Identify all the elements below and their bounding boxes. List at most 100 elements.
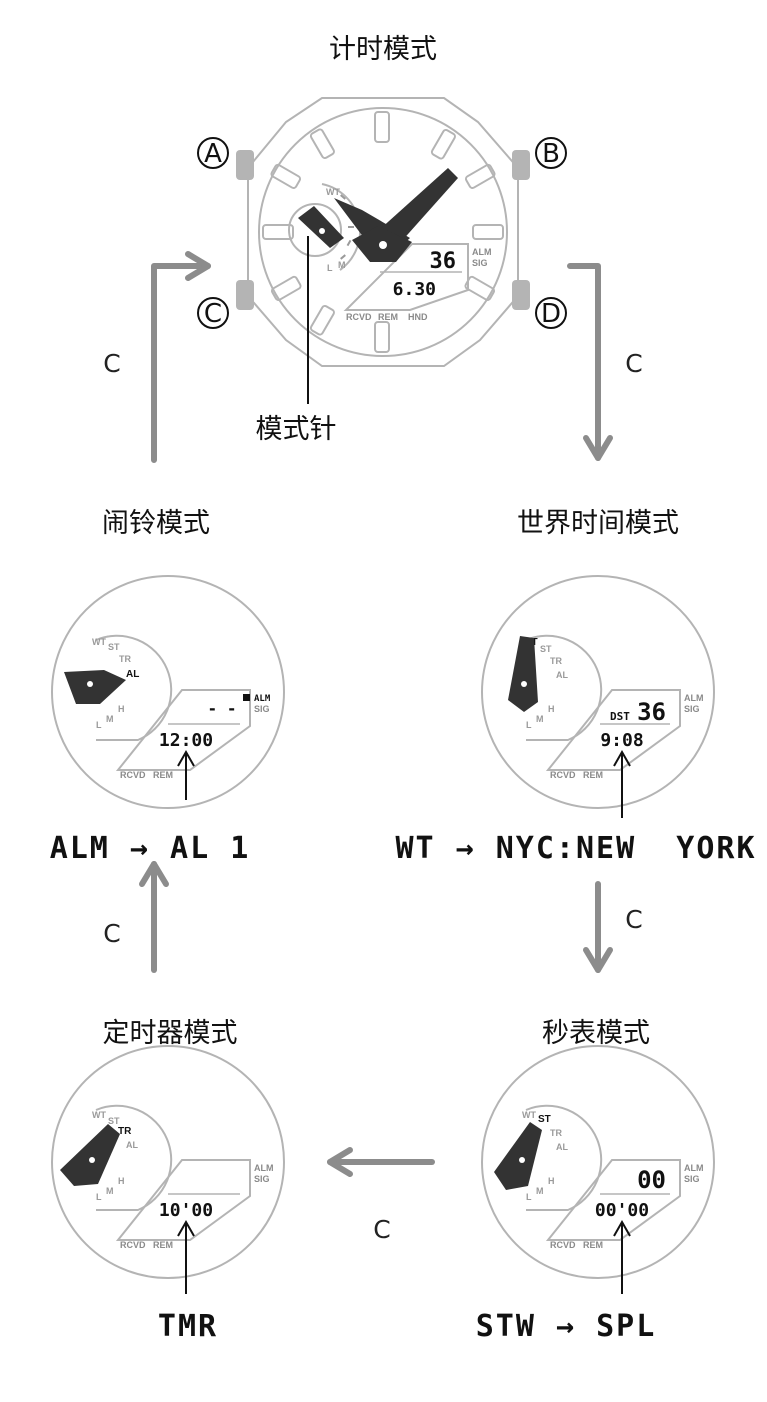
dst-indicator: DST (610, 710, 630, 723)
svg-text:ST: ST (538, 1114, 551, 1125)
svg-text:RCVD: RCVD (550, 770, 576, 780)
svg-text:REM: REM (153, 770, 173, 780)
lcd-panel (343, 243, 469, 311)
ring-label-wt: WT (326, 187, 340, 197)
c-label-4: C (373, 1215, 390, 1244)
svg-text:M: M (536, 1186, 544, 1196)
mode-hand-timer (60, 1124, 120, 1186)
svg-text:WT: WT (92, 1110, 106, 1120)
timer-mode-title: 定时器模式 (103, 1018, 238, 1049)
svg-text:ST: ST (108, 1116, 120, 1126)
svg-text:ALM: ALM (684, 1163, 704, 1173)
stopwatch-upper: 00 (637, 1166, 666, 1194)
svg-text:SIG: SIG (254, 704, 270, 714)
svg-text:H: H (548, 1176, 555, 1186)
svg-text:AL: AL (126, 1140, 138, 1150)
watch-case (247, 97, 519, 367)
svg-text:WT: WT (92, 637, 106, 647)
arrow-alarm-to-timekeeping (151, 263, 211, 463)
alarm-time: 12:00 (159, 730, 213, 751)
svg-text:H: H (548, 704, 555, 714)
svg-text:ALM: ALM (684, 693, 704, 703)
svg-text:ALM: ALM (254, 1163, 274, 1173)
watch-timekeeping: WT L M 36 6.30 ALM SIG RCVD REM HND (236, 97, 530, 367)
svg-text:REM: REM (583, 770, 603, 780)
svg-text:TR: TR (119, 654, 131, 664)
svg-text:SIG: SIG (684, 704, 700, 714)
watch-dial (258, 107, 508, 357)
lcd-day: 36 (430, 249, 457, 274)
worldtime-code: WT → NYC:NEW YORK (395, 831, 756, 866)
c-label-1: C (103, 349, 120, 378)
svg-text:H: H (118, 1176, 125, 1186)
mode-hand-alarm (64, 670, 126, 704)
timekeeping-mode-title: 计时模式 (329, 34, 437, 65)
button-d[interactable] (512, 280, 530, 310)
mode-hand-label: 模式针 (256, 414, 337, 445)
svg-text:SIG: SIG (684, 1174, 700, 1184)
watch-alarm: WT ST TR AL L M H ALM SIG - - 12:00 RCVD… (51, 575, 285, 809)
svg-text:M: M (536, 714, 544, 724)
indicator-alm: ALM (472, 247, 492, 257)
svg-text:RCVD: RCVD (550, 1240, 576, 1250)
stopwatch-mode-title: 秒表模式 (542, 1018, 650, 1049)
timer-code: TMR (158, 1309, 218, 1344)
svg-text:RCVD: RCVD (120, 770, 146, 780)
mode-hand-worldtime (508, 636, 538, 712)
watch-stopwatch: WT ST TR AL L M H ALM SIG 00 00'00 RCVD … (481, 1045, 715, 1294)
svg-text:ST: ST (108, 642, 120, 652)
lcd-date: 6.30 (393, 279, 436, 300)
c-label-3: C (625, 905, 642, 934)
c-label-2: C (625, 349, 642, 378)
alarm-mode-title: 闹铃模式 (102, 508, 210, 539)
button-c[interactable] (236, 280, 254, 310)
alarm-code: ALM → AL 1 (50, 831, 251, 866)
worldtime-mode-title: 世界时间模式 (517, 508, 679, 539)
svg-text:REM: REM (583, 1240, 603, 1250)
button-a-label: A (204, 139, 222, 169)
svg-text:TR: TR (550, 656, 562, 666)
svg-text:TR: TR (550, 1128, 562, 1138)
ring-label-l: L (327, 263, 333, 273)
svg-text:M: M (106, 1186, 114, 1196)
minute-hand (368, 168, 458, 252)
arrow-timekeeping-to-worldtime (567, 263, 601, 461)
indicator-hnd: HND (408, 312, 428, 322)
svg-text:AL: AL (556, 1142, 568, 1152)
button-a[interactable] (236, 150, 254, 180)
svg-text:RCVD: RCVD (120, 1240, 146, 1250)
mode-hand (298, 206, 344, 248)
svg-text:SIG: SIG (254, 1174, 270, 1184)
c-label-5: C (103, 919, 120, 948)
worldtime-upper: 36 (637, 698, 666, 726)
svg-text:AL: AL (126, 669, 139, 680)
indicator-sig: SIG (472, 258, 488, 268)
watch-timer: WT ST TR AL L M H ALM SIG 10'00 RCVD REM (51, 1045, 285, 1294)
svg-text:L: L (96, 1192, 102, 1202)
timer-time: 10'00 (159, 1200, 213, 1221)
button-d-label: D (541, 299, 561, 329)
svg-text:WT: WT (522, 1110, 536, 1120)
ring-label-m: M (338, 260, 346, 270)
button-c-label: C (204, 299, 222, 329)
svg-text:M: M (106, 714, 114, 724)
svg-text:L: L (96, 720, 102, 730)
worldtime-time: 9:08 (600, 730, 643, 751)
watch-worldtime: WT ST TR AL L M H ALM SIG DST 36 9:08 RC… (481, 575, 715, 818)
svg-text:L: L (526, 1192, 532, 1202)
button-b[interactable] (512, 150, 530, 180)
svg-text:REM: REM (153, 1240, 173, 1250)
svg-text:ALM: ALM (254, 694, 271, 704)
mode-hand-stopwatch (494, 1122, 542, 1190)
svg-text:L: L (526, 720, 532, 730)
button-b-label: B (542, 139, 560, 169)
stopwatch-code: STW → SPL (476, 1309, 657, 1344)
svg-text:H: H (118, 704, 125, 714)
stopwatch-time: 00'00 (595, 1200, 649, 1221)
indicator-rem: REM (378, 312, 398, 322)
svg-text:AL: AL (556, 670, 568, 680)
svg-text:TR: TR (118, 1126, 132, 1137)
alarm-upper: - - (208, 699, 237, 718)
indicator-rcvd: RCVD (346, 312, 372, 322)
